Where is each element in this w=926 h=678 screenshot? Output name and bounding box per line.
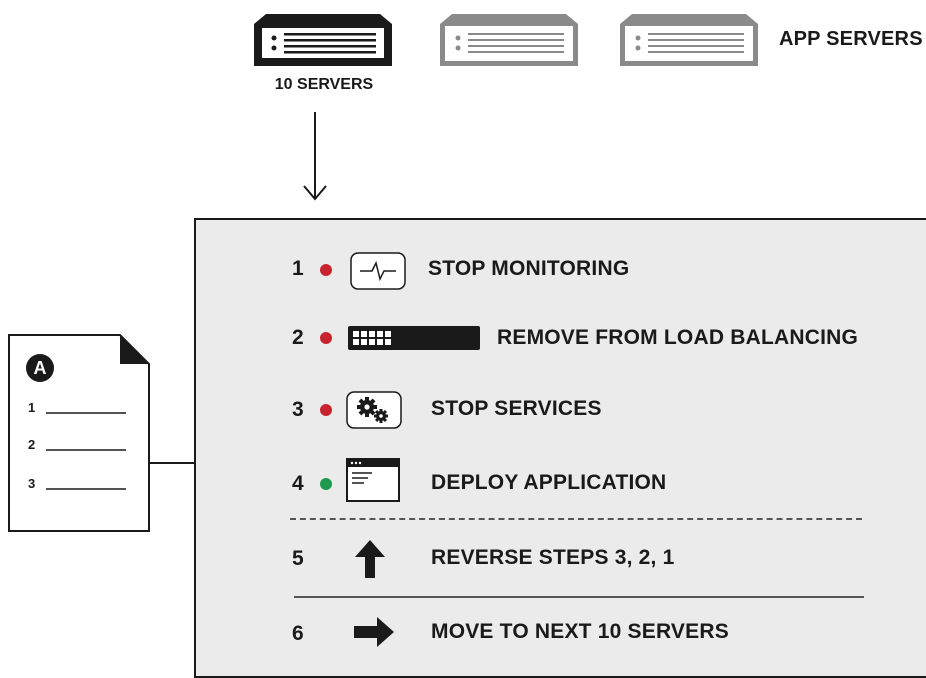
step-number: 3: [292, 398, 304, 421]
playbook-line-number: 1: [28, 400, 36, 415]
status-dot-red: [320, 264, 332, 276]
arrow-up-icon: [355, 540, 385, 578]
step-label: STOP SERVICES: [431, 397, 602, 420]
rolling-update-panel: [194, 218, 926, 678]
step-label: REMOVE FROM LOAD BALANCING: [497, 326, 859, 349]
ansible-logo-icon: A: [33, 358, 47, 378]
monitoring-icon: [350, 252, 406, 290]
down-arrow-icon: [303, 112, 327, 201]
step-number: 5: [292, 547, 304, 570]
app-window-icon: [346, 458, 400, 502]
load-balancer-icon: [348, 326, 480, 350]
step-number: 6: [292, 622, 304, 645]
status-dot-red: [320, 404, 332, 416]
step-label: REVERSE STEPS 3, 2, 1: [431, 546, 675, 569]
dashed-divider: [290, 518, 862, 520]
status-dot-green: [320, 478, 332, 490]
playbook-line-number: 3: [28, 476, 36, 491]
app-server-icon: [618, 12, 760, 68]
gears-icon: [346, 391, 402, 429]
playbook-connector: [148, 462, 196, 464]
step-label: DEPLOY APPLICATION: [431, 471, 667, 494]
batch-label: 10 SERVERS: [274, 76, 374, 93]
status-dot-red: [320, 332, 332, 344]
step-number: 1: [292, 257, 304, 280]
app-server-icon: [438, 12, 580, 68]
app-server-active-icon: [252, 12, 394, 68]
step-number: 4: [292, 472, 304, 495]
step-label: STOP MONITORING: [428, 257, 630, 280]
arrow-right-icon: [354, 617, 394, 647]
app-servers-title: APP SERVERS: [779, 28, 923, 50]
playbook-line-number: 2: [28, 437, 36, 452]
step-label: MOVE TO NEXT 10 SERVERS: [431, 620, 729, 643]
playbook-document: A 1 2 3: [8, 334, 150, 532]
solid-divider: [294, 596, 864, 598]
step-number: 2: [292, 326, 304, 349]
